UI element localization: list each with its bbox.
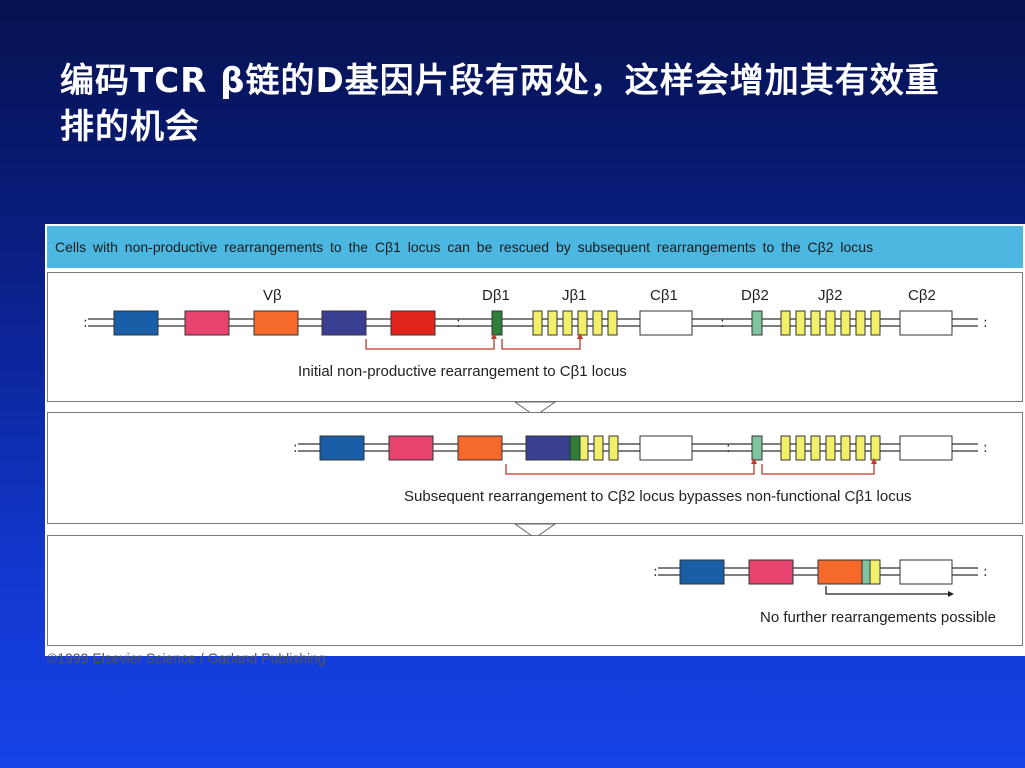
bracket-v-to-d2	[505, 462, 755, 475]
transcription-arrow	[825, 586, 948, 595]
d1-segment	[491, 310, 503, 336]
slide-title: 编码TCR β链的D基因片段有两处，这样会增加其有效重排的机会	[60, 61, 940, 147]
panel2-locus-diagram: : : :	[293, 435, 988, 475]
down-arrow-2	[513, 523, 557, 539]
label-j-beta-1: Jβ1	[562, 287, 587, 304]
down-arrow-1	[513, 401, 557, 417]
bracket-v-to-d1	[365, 337, 495, 350]
v-segment-2	[388, 435, 434, 461]
c1-segment	[639, 310, 693, 336]
caption-subsequent-rearrangement: Subsequent rearrangement to Cβ2 locus by…	[404, 488, 912, 505]
d2-segment	[751, 310, 763, 336]
v-segment-1	[679, 559, 725, 585]
svg-text::: :	[983, 564, 988, 580]
c1-segment	[639, 435, 693, 461]
figure-credit-cropped: ©1999 Elsevier Science / Garland Publish…	[47, 650, 326, 666]
v-segment-2	[184, 310, 230, 336]
j2-segments	[780, 435, 881, 461]
j2-segments	[780, 310, 881, 336]
c2-segment	[899, 310, 953, 336]
bracket-d2-to-j2	[761, 462, 875, 475]
panel-initial-rearrangement: Vβ Dβ1 Jβ1 Cβ1 Dβ2 Jβ2 Cβ2 : : :	[47, 272, 1023, 402]
svg-text::: :	[720, 315, 725, 331]
svg-text::: :	[293, 440, 298, 456]
label-c-beta-2: Cβ2	[908, 287, 936, 304]
caption-initial-rearrangement: Initial non-productive rearrangement to …	[298, 363, 627, 380]
panel-no-further-rearrangement: : : No further rearrangements possible	[47, 535, 1023, 646]
svg-text::: :	[456, 315, 461, 331]
caption-no-further-rearrangement: No further rearrangements possible	[760, 609, 996, 626]
bracket-d1-to-j1	[501, 337, 581, 350]
svg-text::: :	[983, 440, 988, 456]
label-d-beta-2: Dβ2	[741, 287, 769, 304]
panel3-locus-diagram: : :	[653, 559, 988, 597]
v-segment-3	[253, 310, 299, 336]
label-c-beta-1: Cβ1	[650, 287, 678, 304]
vdj1-fused-segment	[525, 435, 571, 461]
j1-segments	[532, 310, 618, 336]
panel1-locus-diagram: : : : :	[83, 310, 988, 350]
label-v-beta: Vβ	[263, 287, 282, 304]
svg-text::: :	[726, 440, 731, 456]
v-segment-1	[319, 435, 365, 461]
d2-segment	[751, 435, 763, 461]
tcr-rearrangement-figure: Cells with non-productive rearrangements…	[45, 224, 1025, 666]
v-segment-2	[748, 559, 794, 585]
v-segment-5	[390, 310, 436, 336]
v-segment-3	[457, 435, 503, 461]
c2-segment	[899, 559, 953, 585]
svg-text::: :	[983, 315, 988, 331]
label-j-beta-2: Jβ2	[818, 287, 843, 304]
vdj2-fused-segment	[817, 559, 863, 585]
v-segment-4	[321, 310, 367, 336]
panel-subsequent-rearrangement: : : :	[47, 412, 1023, 524]
figure-header: Cells with non-productive rearrangements…	[47, 226, 1023, 268]
label-d-beta-1: Dβ1	[482, 287, 510, 304]
c2-segment	[899, 435, 953, 461]
svg-text::: :	[83, 315, 88, 331]
svg-text::: :	[653, 564, 658, 580]
v-segment-1	[113, 310, 159, 336]
